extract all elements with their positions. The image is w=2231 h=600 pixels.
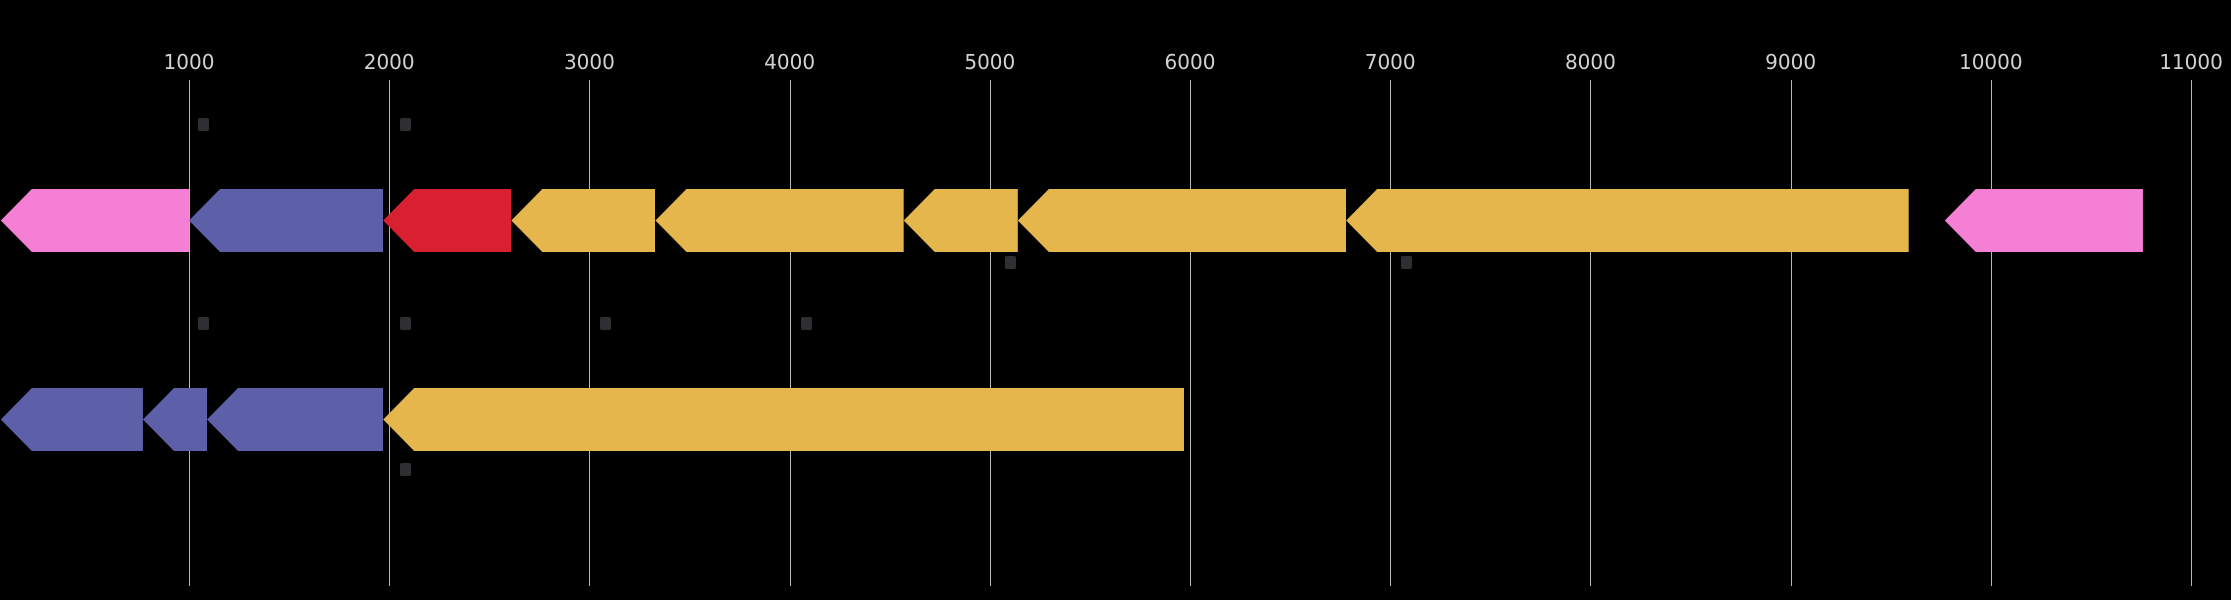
faint-label-mark — [1004, 256, 1016, 269]
gene-arrow-track-1-2610-3330 — [511, 189, 656, 252]
x-tick-label-10000: 10000 — [1958, 50, 2023, 74]
gridline-3000 — [589, 80, 591, 586]
gene-arrow-track-1-1000-1970 — [189, 189, 384, 252]
gene-arrow-track-1-5140-6780 — [1017, 189, 1347, 252]
gene-arrow-track-1-1970-2610 — [383, 189, 512, 252]
x-tick-label-3000: 3000 — [563, 50, 615, 74]
x-tick-label-4000: 4000 — [764, 50, 816, 74]
gridline-10000 — [1990, 80, 1992, 586]
gridline-5000 — [989, 80, 991, 586]
faint-label-mark — [800, 317, 812, 330]
gene-arrow-track-2-770-1090 — [142, 388, 208, 451]
faint-label-mark — [198, 118, 209, 131]
x-tick-label-9000: 9000 — [1765, 50, 1817, 74]
gridline-1000 — [189, 80, 190, 586]
gridline-7000 — [1390, 80, 1392, 586]
faint-label-mark — [400, 317, 412, 330]
gene-arrow-track-2-1090-1970 — [207, 388, 384, 451]
gene-arrow-track-2-60-770 — [0, 388, 143, 451]
gridline-6000 — [1190, 80, 1191, 586]
faint-label-mark — [400, 463, 412, 476]
gridline-9000 — [1790, 80, 1792, 586]
gene-arrow-track-2-1970-5970 — [383, 388, 1184, 451]
x-tick-label-1000: 1000 — [163, 50, 215, 74]
x-tick-label-2000: 2000 — [363, 50, 415, 74]
gridline-4000 — [789, 80, 791, 586]
gridline-11000 — [2191, 80, 2192, 586]
faint-label-mark — [400, 118, 412, 131]
gene-arrow-track-1-4570-5140 — [903, 189, 1018, 252]
faint-label-mark — [600, 317, 612, 330]
x-tick-label-5000: 5000 — [964, 50, 1016, 74]
gene-arrow-track-1-9770-10760 — [1944, 189, 2143, 252]
gene-arrow-track-1-60-1000 — [0, 189, 189, 252]
gridline-2000 — [389, 80, 391, 586]
faint-label-mark — [198, 317, 209, 330]
faint-label-mark — [1401, 256, 1413, 269]
gene-arrow-track-1-3330-4570 — [655, 189, 904, 252]
x-tick-label-7000: 7000 — [1364, 50, 1416, 74]
x-tick-label-11000: 11000 — [2159, 50, 2223, 74]
gene-arrow-track-1-6780-9590 — [1346, 189, 1909, 252]
x-tick-label-6000: 6000 — [1164, 50, 1216, 74]
gridline-8000 — [1590, 80, 1592, 586]
x-tick-label-8000: 8000 — [1564, 50, 1616, 74]
